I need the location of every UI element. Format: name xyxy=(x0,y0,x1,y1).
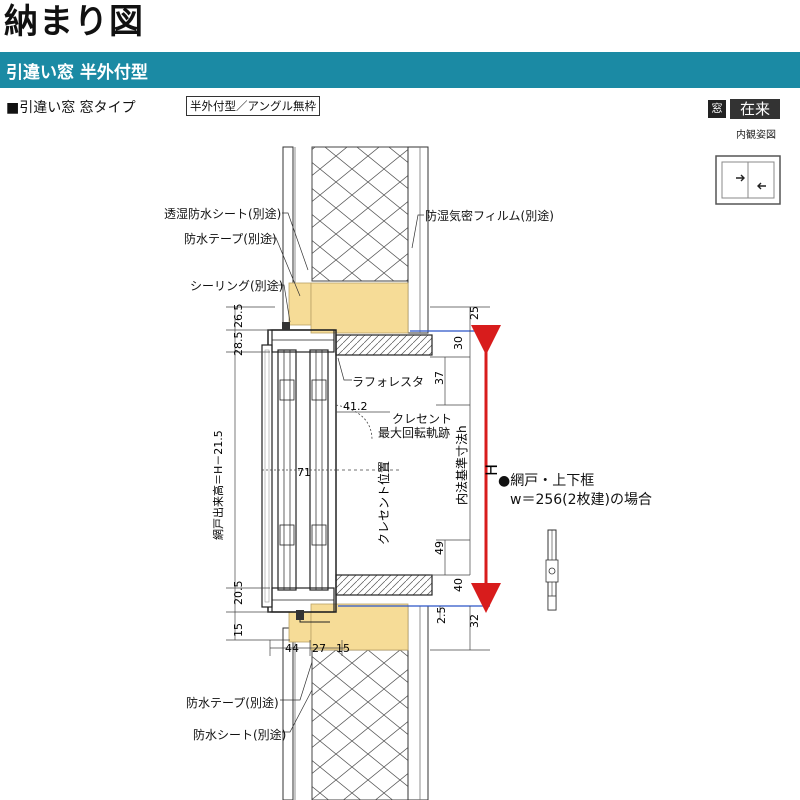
label-crescent-track-1: クレセント xyxy=(392,412,453,426)
dim-27: 27 xyxy=(312,642,326,655)
label-sealing: シーリング(別途) xyxy=(190,279,284,293)
window-type-tag: 半外付型／アングル無枠 xyxy=(186,96,321,116)
screen-note-line-2: w＝256(2枚建)の場合 xyxy=(510,492,653,508)
dim-2-5: 2.5 xyxy=(435,607,448,625)
window-type-label: ■引違い窓 窓タイプ xyxy=(6,100,136,116)
dimension-lines-left xyxy=(226,306,390,656)
crescent-lines xyxy=(335,404,400,471)
inner-view-caption: 内観姿図 xyxy=(736,130,776,141)
dim-37: 37 xyxy=(433,371,446,385)
label-breathable-sheet: 透湿防水シート(別途) xyxy=(164,207,282,221)
dim-20-5: 20.5 xyxy=(232,581,245,606)
label-screen-height: 網戸出来高＝H－21.5 xyxy=(211,430,225,540)
elevation-thumbnail xyxy=(715,155,781,205)
screen-rail-detail xyxy=(545,529,559,611)
dim-26-5: 26.5 xyxy=(232,304,245,329)
exterior-sheathing xyxy=(282,146,296,800)
label-waterproof-tape-top: 防水テープ(別途) xyxy=(184,232,277,246)
dim-40: 40 xyxy=(452,578,465,592)
dim-m15: 15 xyxy=(336,642,350,655)
interior-casing xyxy=(335,334,433,596)
label-inner-height: 内法基準寸法h xyxy=(454,425,469,505)
label-waterproof-tape-bottom: 防水テープ(別途) xyxy=(186,696,279,710)
dim-15: 15 xyxy=(232,623,245,637)
dim-49: 49 xyxy=(433,541,446,555)
conventional-badge: 在来 xyxy=(730,99,780,119)
dimension-lines-right xyxy=(430,306,490,651)
leader-lines xyxy=(270,212,424,733)
label-vapor-film: 防湿気密フィルム(別途) xyxy=(425,209,554,223)
dim-32: 32 xyxy=(468,614,481,628)
interior-wall-board xyxy=(407,146,429,800)
dim-25: 25 xyxy=(468,306,481,320)
title-band: 引違い窓 半外付型 xyxy=(0,52,800,88)
label-crescent-position: クレセント位置 xyxy=(376,461,391,545)
window-badge: 窓 xyxy=(708,100,726,118)
label-laforesta: ラフォレスタ xyxy=(352,375,425,389)
screen-note-line-1: ●網戸・上下框 xyxy=(498,473,595,489)
sealant xyxy=(282,322,304,620)
dim-71: 71 xyxy=(297,466,311,479)
dim-41-2: 41.2 xyxy=(343,400,368,413)
page-title: 納まり図 xyxy=(4,2,144,42)
dim-44: 44 xyxy=(285,642,299,655)
label-waterproof-sheet: 防水シート(別途) xyxy=(193,728,287,742)
wall-insulation xyxy=(311,146,409,800)
dim-28-5: 28.5 xyxy=(232,332,245,357)
label-crescent-track-2: 最大回転軌跡 xyxy=(378,426,451,440)
label-H: H xyxy=(482,464,501,476)
band-title: 引違い窓 半外付型 xyxy=(6,63,148,83)
dim-30: 30 xyxy=(452,336,465,350)
